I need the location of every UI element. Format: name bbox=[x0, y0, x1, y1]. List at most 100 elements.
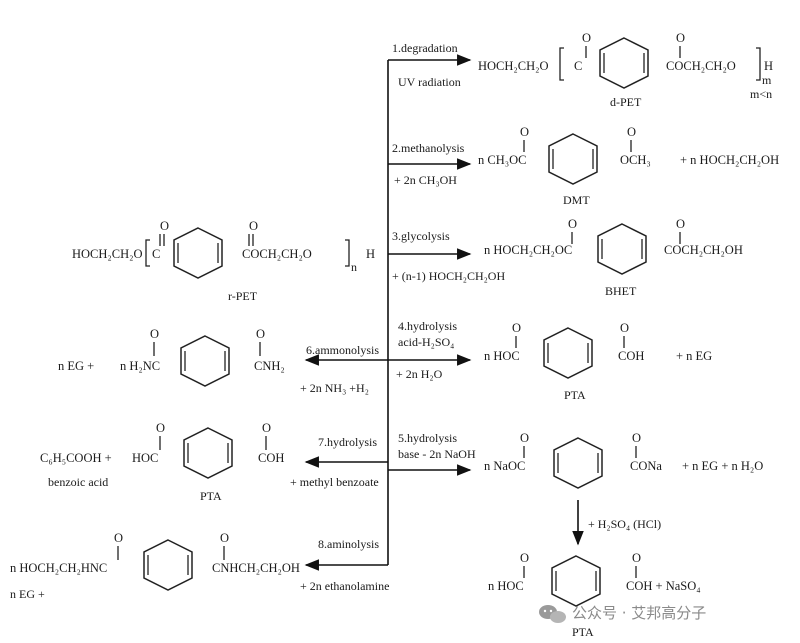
r8-label: 8.aminolysis bbox=[318, 537, 379, 551]
r5b-o2: O bbox=[632, 551, 641, 565]
r7-product-right: COH bbox=[258, 451, 284, 465]
rpet-bracket-left bbox=[145, 239, 150, 267]
r1-name: d-PET bbox=[610, 95, 642, 109]
rpet-end-h: H bbox=[366, 247, 375, 261]
r2-o1: O bbox=[520, 125, 529, 139]
r1-product-c: C bbox=[574, 59, 582, 73]
r4-product-right: COH bbox=[618, 349, 644, 363]
r3-label: 3.glycolysis bbox=[392, 229, 450, 243]
r8-product-right: CNHCH₂CH₂OH bbox=[212, 561, 300, 575]
rpet-name: r-PET bbox=[228, 289, 258, 303]
r5b-benzene-ring bbox=[551, 555, 601, 607]
r7-name: PTA bbox=[200, 489, 222, 503]
r6-label: 6.ammonolysis bbox=[306, 343, 379, 357]
r5-label: 5.hydrolysis bbox=[398, 431, 457, 445]
rpet-bracket-right bbox=[345, 239, 350, 267]
r7-o1: O bbox=[156, 421, 165, 435]
r3-name: BHET bbox=[605, 284, 637, 298]
r4-product-left: n HOC bbox=[484, 349, 520, 363]
r4-o1: O bbox=[512, 321, 521, 335]
reaction-2-methanolysis: 2.methanolysis + 2n CH₃OH n CH₃OC O O OC… bbox=[388, 125, 779, 207]
reaction-6-ammonolysis: 6.ammonolysis + 2n NH₃ +H₂ n EG + n H₂NC… bbox=[58, 327, 388, 395]
r5-benzene-ring bbox=[553, 437, 603, 489]
r8-product-left: n HOCH₂CH₂HNC bbox=[10, 561, 107, 575]
r4-extra: + n EG bbox=[676, 349, 712, 363]
r2-product-right: OCH₃ bbox=[620, 153, 651, 167]
rpet-right-group: COCH₂CH₂O bbox=[242, 247, 312, 261]
r5b-name: PTA bbox=[572, 625, 594, 639]
r7-extra2: benzoic acid bbox=[48, 475, 108, 489]
r5-o2: O bbox=[632, 431, 641, 445]
r8-extra: n EG + bbox=[10, 587, 45, 601]
r2-name: DMT bbox=[563, 193, 590, 207]
r5b-o1: O bbox=[520, 551, 529, 565]
r5-o1: O bbox=[520, 431, 529, 445]
rpet-carbonyl-c: C bbox=[152, 247, 160, 261]
r1-o2: O bbox=[676, 31, 685, 45]
r7-label: 7.hydrolysis bbox=[318, 435, 377, 449]
r4-condition: + 2n H₂O bbox=[396, 367, 443, 381]
r1-benzene-ring bbox=[599, 37, 649, 89]
r6-extra: n EG + bbox=[58, 359, 94, 373]
r8-o2: O bbox=[220, 531, 229, 545]
r3-product-left: n HOCH₂CH₂OC bbox=[484, 243, 572, 257]
r6-o1: O bbox=[150, 327, 159, 341]
reaction-8-aminolysis: 8.aminolysis + 2n ethanolamine n HOCH₂CH… bbox=[10, 531, 389, 601]
reaction-4-acid-hydrolysis: 4.hydrolysis acid-H₂SO₄ + 2n H₂O n HOC O… bbox=[388, 319, 712, 402]
r2-label: 2.methanolysis bbox=[392, 141, 465, 155]
r3-benzene-ring bbox=[597, 223, 647, 275]
r3-product-right: COCH₂CH₂OH bbox=[664, 243, 743, 257]
r5-label2: base - 2n NaOH bbox=[398, 447, 476, 461]
r1-product-end: H bbox=[764, 59, 773, 73]
r6-product-left: n H₂NC bbox=[120, 359, 160, 373]
r2-extra: + n HOCH₂CH₂OH bbox=[680, 153, 779, 167]
r4-name: PTA bbox=[564, 388, 586, 402]
r1-condition: UV radiation bbox=[398, 75, 461, 89]
r8-condition: + 2n ethanolamine bbox=[300, 579, 389, 593]
r7-condition: + methyl benzoate bbox=[290, 475, 379, 489]
rpet-left-group: HOCH₂CH₂O bbox=[72, 247, 143, 261]
r-pet-structure: HOCH₂CH₂O C O COCH₂CH₂O O n H r-PET bbox=[72, 219, 375, 303]
rpet-o1: O bbox=[160, 219, 169, 233]
r7-product-left: HOC bbox=[132, 451, 158, 465]
r6-product-right: CNH₂ bbox=[254, 359, 285, 373]
r5-product-left: n NaOC bbox=[484, 459, 525, 473]
r4-o2: O bbox=[620, 321, 629, 335]
r2-condition: + 2n CH₃OH bbox=[394, 173, 457, 187]
r1-condition-mn: m<n bbox=[750, 87, 772, 101]
watermark-text: 公众号 · 艾邦高分子 bbox=[572, 604, 706, 622]
r4-label: 4.hydrolysis bbox=[398, 319, 457, 333]
r1-label: 1.degradation bbox=[392, 41, 458, 55]
reaction-3-glycolysis: 3.glycolysis + (n-1) HOCH₂CH₂OH n HOCH₂C… bbox=[388, 217, 743, 298]
r3-o1: O bbox=[568, 217, 577, 231]
r3-condition: + (n-1) HOCH₂CH₂OH bbox=[392, 269, 505, 283]
reaction-5b-acidification: + H₂SO₄ (HCl) n HOC O O COH + NaSO₄ PTA bbox=[488, 500, 701, 639]
r2-benzene-ring bbox=[548, 133, 598, 185]
rpet-benzene-ring bbox=[173, 227, 223, 279]
r2-product-left: n CH₃OC bbox=[478, 153, 526, 167]
r1-o1: O bbox=[582, 31, 591, 45]
r4-label2: acid-H₂SO₄ bbox=[398, 335, 454, 349]
rpet-o2: O bbox=[249, 219, 258, 233]
r7-benzene-ring bbox=[183, 427, 233, 479]
wechat-bubbles-icon bbox=[539, 605, 566, 623]
r6-o2: O bbox=[256, 327, 265, 341]
r1-product-right: COCH₂CH₂O bbox=[666, 59, 736, 73]
r8-o1: O bbox=[114, 531, 123, 545]
r5b-product-right: COH + NaSO₄ bbox=[626, 579, 701, 593]
r1-product-left: HOCH₂CH₂O bbox=[478, 59, 549, 73]
r4-benzene-ring bbox=[543, 327, 593, 379]
r2-o2: O bbox=[627, 125, 636, 139]
r8-benzene-ring bbox=[143, 539, 193, 591]
watermark: 公众号 · 艾邦高分子 bbox=[539, 604, 706, 623]
r7-o2: O bbox=[262, 421, 271, 435]
r5b-product-left: n HOC bbox=[488, 579, 524, 593]
r6-benzene-ring bbox=[180, 335, 230, 387]
r5-product-right: CONa bbox=[630, 459, 662, 473]
rpet-subscript-n: n bbox=[351, 260, 357, 274]
reaction-5-base-hydrolysis: 5.hydrolysis base - 2n NaOH n NaOC O O C… bbox=[388, 431, 763, 489]
reaction-7-hydrolysis: 7.hydrolysis + methyl benzoate C₆H₅COOH … bbox=[40, 421, 388, 503]
reaction-1-degradation: 1.degradation UV radiation HOCH₂CH₂O C O… bbox=[388, 31, 773, 109]
r5-extra: + n EG + n H₂O bbox=[682, 459, 763, 473]
